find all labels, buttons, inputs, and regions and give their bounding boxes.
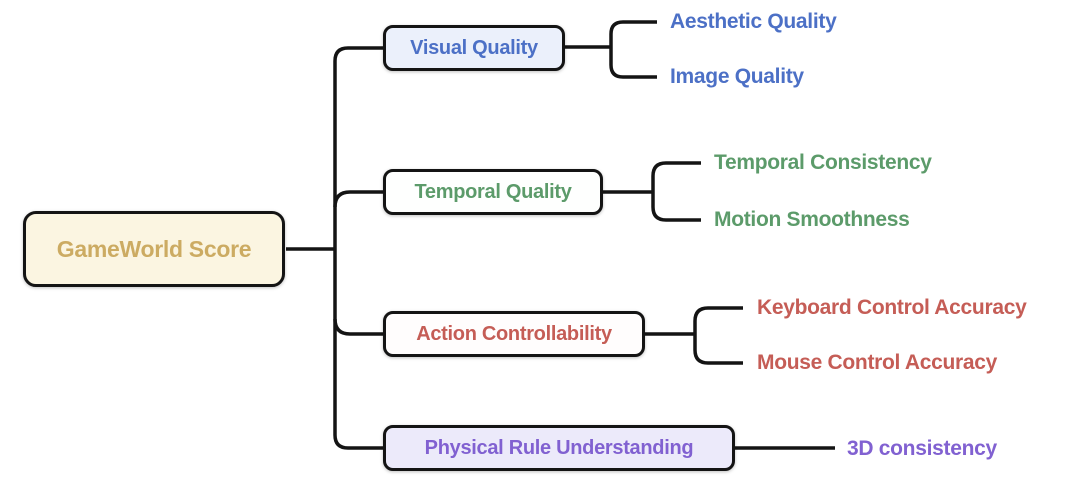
leaf-aesthetic-quality: Aesthetic Quality [670, 10, 837, 33]
edge-trunk-to-temporal [333, 190, 392, 208]
edge-action-bracket [693, 306, 743, 365]
leaf-3d-consistency: 3D consistency [847, 437, 997, 460]
branch-node-label: Action Controllability [416, 322, 612, 345]
branch-node-visual-quality: Visual Quality [383, 25, 565, 71]
leaf-mouse-control-accuracy: Mouse Control Accuracy [757, 351, 998, 374]
branch-node-label: Temporal Quality [414, 180, 572, 203]
root-node-label: GameWorld Score [56, 235, 252, 262]
root-node-gameworld-score: GameWorld Score [23, 211, 285, 287]
branch-node-label: Physical Rule Understanding [424, 436, 694, 459]
leaf-motion-smoothness: Motion Smoothness [714, 208, 910, 231]
edge-trunk-to-physical [333, 249, 392, 450]
branch-node-label: Visual Quality [410, 36, 538, 59]
leaf-keyboard-control-accuracy: Keyboard Control Accuracy [757, 296, 1027, 319]
edge-visual-bracket [609, 20, 657, 79]
branch-node-physical-rule-understanding: Physical Rule Understanding [383, 425, 735, 471]
branch-node-temporal-quality: Temporal Quality [383, 169, 603, 215]
leaf-image-quality: Image Quality [670, 65, 804, 88]
edge-temporal-bracket [651, 161, 701, 222]
leaf-temporal-consistency: Temporal Consistency [714, 151, 932, 174]
edge-trunk-to-visual [333, 46, 392, 249]
branch-node-action-controllability: Action Controllability [383, 311, 645, 357]
